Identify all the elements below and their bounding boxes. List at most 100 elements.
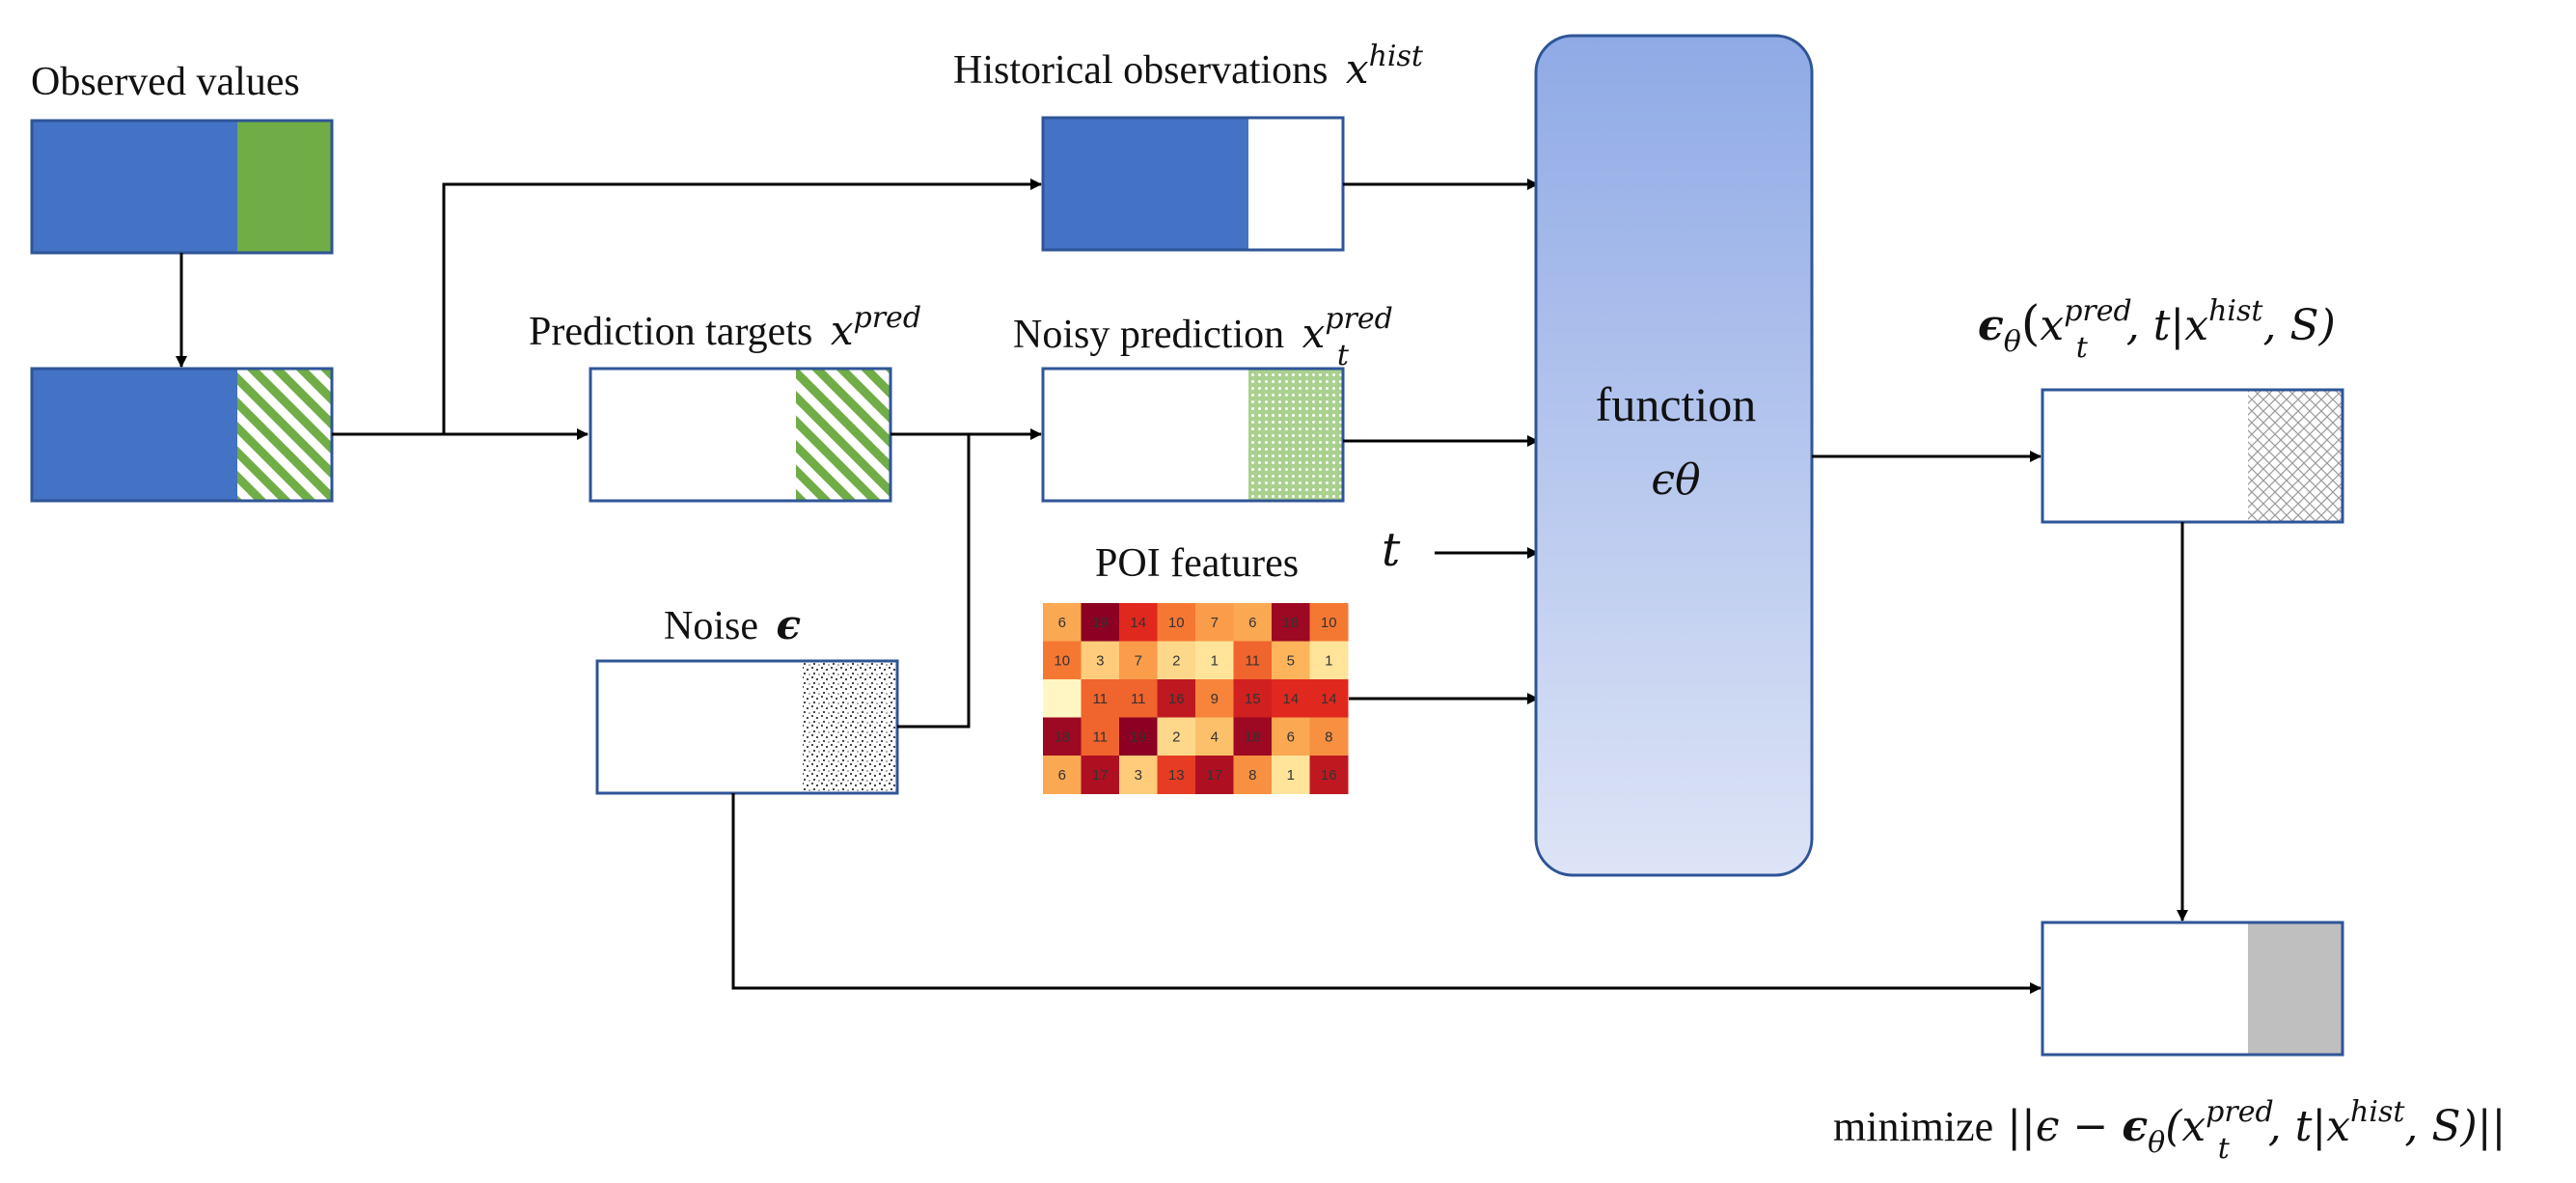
heatmap-cell-value: 19 bbox=[1130, 729, 1146, 745]
heatmap-cell bbox=[1043, 717, 1082, 757]
heatmap-cell bbox=[1119, 756, 1158, 794]
heatmap-cell-value: 10 bbox=[1321, 615, 1337, 631]
function-block: function ϵθ bbox=[1534, 34, 1814, 877]
heatmap-cell bbox=[1195, 679, 1234, 718]
heatmap-cell-value: 18 bbox=[1282, 615, 1299, 631]
heatmap-cell bbox=[1272, 756, 1310, 794]
heatmap-cell bbox=[1272, 641, 1310, 680]
heatmap-cell bbox=[1195, 756, 1234, 794]
heatmap-cell bbox=[1043, 756, 1082, 794]
heatmap-cell bbox=[1195, 603, 1234, 642]
heatmap-cell bbox=[1119, 641, 1158, 680]
heatmap-cell bbox=[1309, 679, 1349, 718]
heatmap-cell-value: 11 bbox=[1245, 652, 1260, 669]
observed-values-label: Observed values bbox=[31, 60, 300, 104]
masked-observations-box bbox=[30, 367, 334, 503]
heatmap-cell bbox=[1309, 641, 1349, 680]
loss-box bbox=[2041, 921, 2344, 1057]
predicted-noise-box bbox=[2041, 388, 2344, 524]
heatmap-cell-value: 14 bbox=[1282, 691, 1299, 707]
observed-values-box bbox=[30, 119, 334, 255]
heatmap-cell bbox=[1157, 717, 1196, 757]
heatmap-cell-value: 10 bbox=[1168, 615, 1185, 631]
heatmap-cell-value: 13 bbox=[1168, 767, 1185, 784]
heatmap-cell-value: 1 bbox=[1325, 652, 1332, 669]
heatmap-cell bbox=[1081, 641, 1120, 680]
heatmap-cell-value: 9 bbox=[1211, 691, 1219, 707]
heatmap-cell-value: 7 bbox=[1135, 652, 1142, 669]
heatmap-cell-value: 1 bbox=[1211, 652, 1219, 669]
heatmap-cell-value: 14 bbox=[1321, 691, 1337, 707]
heatmap-cell bbox=[1233, 756, 1273, 794]
arrow-masked-to-historical bbox=[332, 179, 1042, 436]
heatmap-cell bbox=[1233, 641, 1273, 680]
heatmap-cell-value: 16 bbox=[1321, 767, 1337, 784]
heatmap-cell bbox=[1233, 717, 1273, 757]
heatmap-cell bbox=[1272, 679, 1310, 718]
heatmap-cell-value: 2 bbox=[1172, 652, 1180, 669]
heatmap-cell bbox=[1233, 603, 1273, 642]
heatmap-cell-value: 1 bbox=[1287, 767, 1295, 784]
heatmap-cell-value: 18 bbox=[1054, 729, 1070, 745]
noise-box bbox=[595, 659, 899, 795]
heatmap-cell-value: 6 bbox=[1058, 615, 1066, 631]
heatmap-cell bbox=[1157, 679, 1196, 718]
heatmap-cell bbox=[1272, 717, 1310, 757]
heatmap-cell-value: 10 bbox=[1054, 652, 1070, 669]
heatmap-cell-value: 8 bbox=[1248, 767, 1256, 784]
heatmap-cell bbox=[1081, 717, 1120, 757]
heatmap-cell bbox=[1081, 603, 1120, 642]
heatmap-cell bbox=[1119, 717, 1158, 757]
heatmap-cell bbox=[1195, 641, 1234, 680]
heatmap-cell bbox=[1081, 756, 1120, 794]
heatmap-cell bbox=[1233, 679, 1273, 718]
heatmap-cell-value: 11 bbox=[1131, 691, 1146, 707]
noise-label: Noise ϵ bbox=[664, 601, 801, 648]
heatmap-cell bbox=[1195, 717, 1234, 757]
heatmap-cell-value: 11 bbox=[1092, 691, 1108, 707]
historical-observations-box bbox=[1041, 116, 1345, 252]
heatmap-cell bbox=[1309, 717, 1349, 757]
heatmap-cell-value: 5 bbox=[1287, 652, 1295, 669]
timestep-t-label: t bbox=[1382, 523, 1401, 577]
heatmap-cell bbox=[1043, 641, 1082, 680]
arrow-noise-to-loss bbox=[731, 793, 2042, 994]
connector-noise-to-noisy bbox=[897, 434, 971, 729]
heatmap-cell-value: 15 bbox=[1245, 691, 1261, 707]
function-label: function bbox=[1596, 377, 1757, 431]
heatmap-cell-value: 2 bbox=[1172, 729, 1180, 745]
heatmap-cell-value: 11 bbox=[1092, 729, 1108, 745]
poi-features-label: POI features bbox=[1095, 541, 1299, 586]
heatmap-cell bbox=[1043, 679, 1082, 718]
heatmap-cell bbox=[1309, 603, 1349, 642]
function-symbol: ϵθ bbox=[1651, 455, 1700, 505]
heatmap-cell-value: 6 bbox=[1058, 767, 1066, 784]
heatmap-cell-value: 3 bbox=[1135, 767, 1142, 784]
heatmap-cell-value: 3 bbox=[1096, 652, 1104, 669]
prediction-targets-box bbox=[589, 367, 892, 503]
heatmap-cell bbox=[1081, 679, 1120, 718]
heatmap-cell-value: 19 bbox=[1092, 615, 1109, 631]
heatmap-cell-value: 6 bbox=[1287, 729, 1295, 745]
heatmap-cell bbox=[1157, 603, 1196, 642]
heatmap-cell-value: 18 bbox=[1245, 729, 1261, 745]
heatmap-cell-value: 14 bbox=[1130, 615, 1146, 631]
heatmap-cell bbox=[1157, 756, 1196, 794]
heatmap-cell bbox=[1157, 641, 1196, 680]
historical-observations-label: Historical observations xhist bbox=[953, 40, 1424, 93]
heatmap-cell-value: 4 bbox=[1211, 729, 1219, 745]
heatmap-cell-value: 16 bbox=[1168, 691, 1185, 707]
heatmap-cell bbox=[1272, 603, 1310, 642]
heatmap-cell bbox=[1043, 603, 1082, 642]
heatmap-cell-value: 17 bbox=[1092, 767, 1109, 784]
noisy-prediction-box bbox=[1041, 367, 1345, 503]
heatmap-cell-value: 6 bbox=[1248, 615, 1256, 631]
heatmap-cell-value: 17 bbox=[1206, 767, 1222, 784]
heatmap-cell bbox=[1119, 603, 1158, 642]
heatmap-cell-value: 7 bbox=[1211, 615, 1219, 631]
prediction-targets-label: Prediction targets xpred bbox=[529, 301, 921, 354]
